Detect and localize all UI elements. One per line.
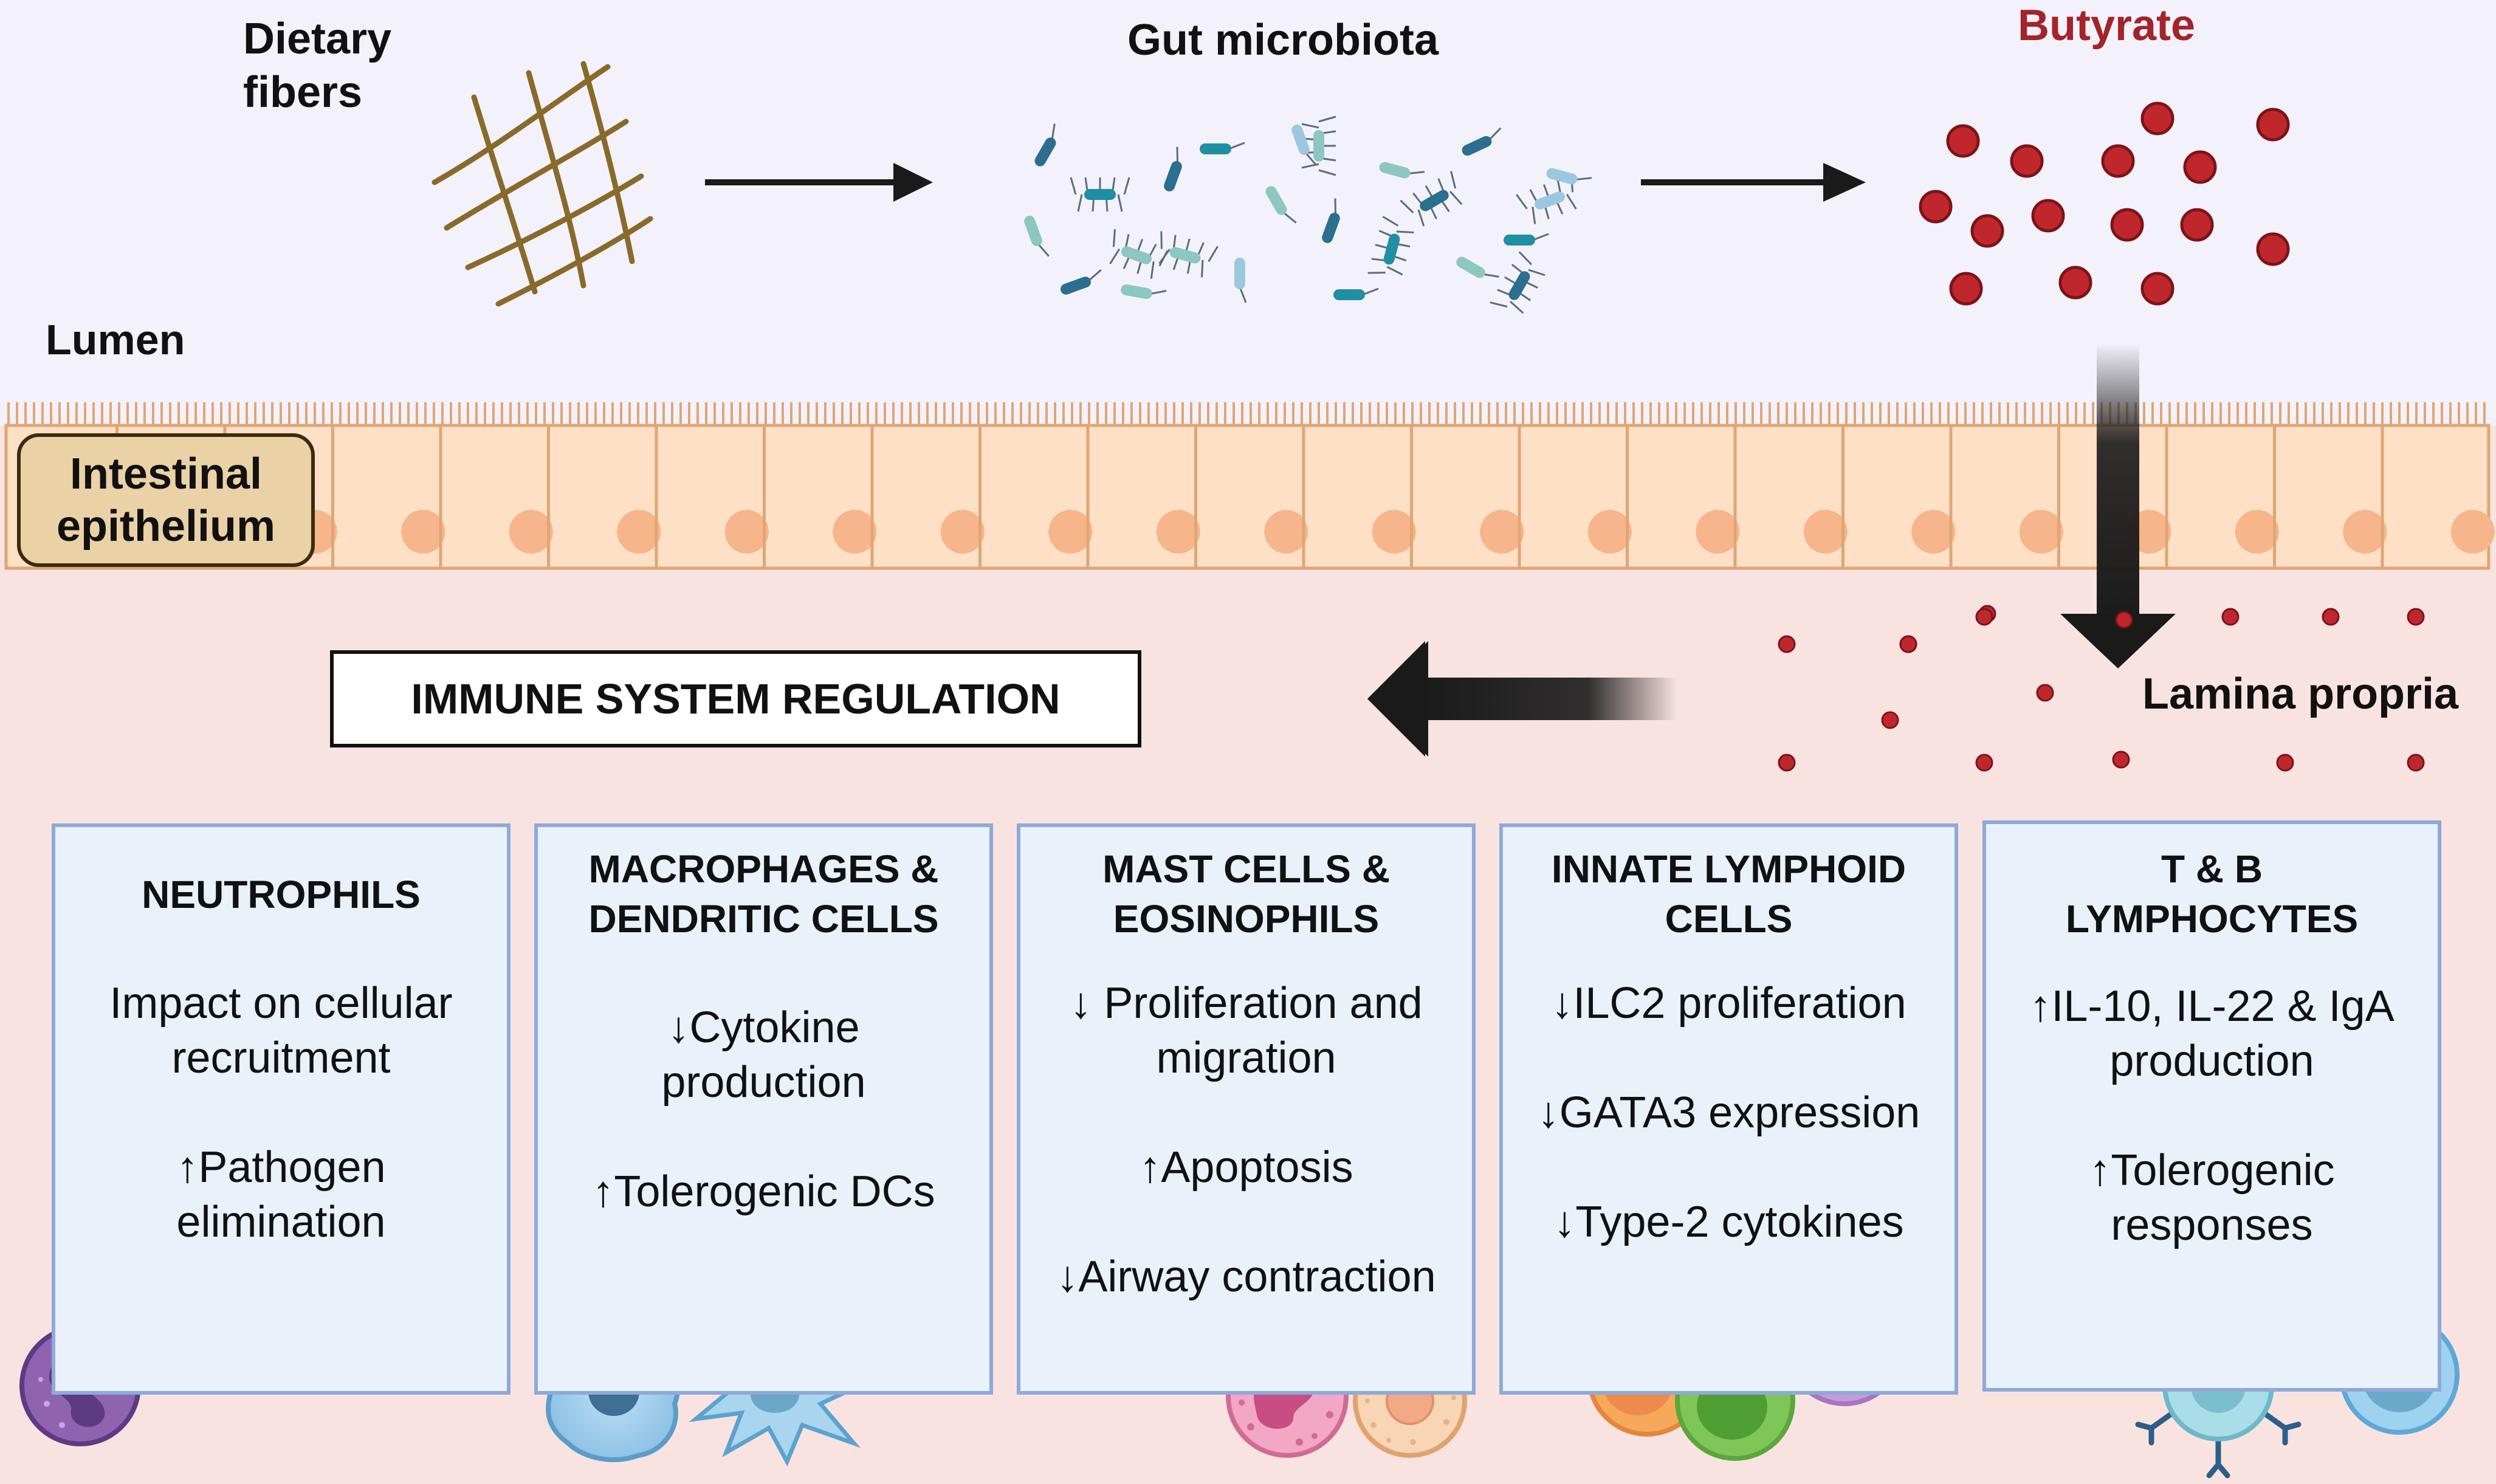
microvilli bbox=[7, 402, 2486, 425]
panel-t-b-lymphocytes: T & B LYMPHOCYTES ↑IL-10, IL-22 & IgA pr… bbox=[1982, 820, 2441, 1392]
epithelial-nucleus bbox=[724, 510, 769, 554]
panel-title-line: MACROPHAGES & bbox=[588, 847, 939, 891]
panel-title-line: LYMPHOCYTES bbox=[2065, 897, 2359, 941]
arrow-to-immune-regulation bbox=[1367, 641, 1677, 757]
panel-text-line: migration bbox=[1156, 1034, 1336, 1082]
butyrate-molecule-icon bbox=[1778, 605, 2425, 772]
panel-neutrophils: NEUTROPHILS Impact on cellular recruitme… bbox=[52, 823, 511, 1395]
epithelium-label-line2: epithelium bbox=[56, 502, 276, 551]
epithelial-nucleus bbox=[509, 510, 553, 554]
panel-text-line: recruitment bbox=[171, 1034, 391, 1082]
panel-text-line: responses bbox=[2111, 1201, 2313, 1249]
intestinal-epithelium bbox=[4, 402, 2495, 570]
panel-text-line: ↓GATA3 expression bbox=[1537, 1088, 1920, 1137]
panel-title-line: EOSINOPHILS bbox=[1113, 897, 1380, 941]
epithelial-nucleus bbox=[1156, 510, 1200, 554]
panel-text-line: Impact on cellular bbox=[109, 979, 453, 1028]
panel-text-line: ↓ Proliferation and bbox=[1070, 979, 1423, 1028]
panel-text-line: elimination bbox=[176, 1198, 386, 1246]
butyrate-molecule-icon bbox=[1919, 101, 2290, 306]
epithelial-nucleus bbox=[401, 510, 445, 554]
epithelial-nucleus bbox=[1264, 510, 1308, 554]
panel-text-line: ↓Cytokine bbox=[667, 1003, 860, 1052]
immune-system-regulation-label: IMMUNE SYSTEM REGULATION bbox=[411, 675, 1061, 723]
panel-macrophages-dendritic-cells: MACROPHAGES & DENDRITIC CELLS ↓Cytokine … bbox=[534, 823, 993, 1395]
epithelial-nucleus bbox=[1696, 510, 1740, 554]
panel-title-line: INNATE LYMPHOID bbox=[1551, 847, 1906, 891]
intestinal-epithelium-label: Intestinal epithelium bbox=[17, 433, 315, 567]
panel-text-line: ↑Apoptosis bbox=[1139, 1143, 1353, 1192]
panel-text-line: ↓Type-2 cytokines bbox=[1553, 1198, 1904, 1246]
panel-text-line: production bbox=[2109, 1037, 2314, 1085]
epithelial-nucleus bbox=[1372, 510, 1416, 554]
panel-innate-lymphoid-cells: INNATE LYMPHOID CELLS ↓ILC2 proliferatio… bbox=[1499, 823, 1958, 1395]
epithelial-nucleus bbox=[1803, 510, 1848, 554]
panel-title-line: CELLS bbox=[1665, 897, 1793, 941]
lamina-propria-label: Lamina propria bbox=[2142, 670, 2459, 718]
dietary-fiber-icon bbox=[431, 61, 653, 307]
panel-text-line: ↑Pathogen bbox=[176, 1143, 386, 1192]
immune-system-regulation-box: IMMUNE SYSTEM REGULATION bbox=[330, 650, 1141, 747]
panel-text-line: ↓ILC2 proliferation bbox=[1551, 979, 1906, 1028]
panel-title-line: NEUTROPHILS bbox=[142, 873, 421, 916]
dietary-fibers-line2: fibers bbox=[243, 68, 363, 117]
panel-title-line: T & B bbox=[2161, 847, 2263, 891]
panel-text-line: ↓Airway contraction bbox=[1056, 1252, 1436, 1301]
panel-text-line: ↑IL-10, IL-22 & IgA bbox=[2029, 982, 2395, 1031]
epithelial-nucleus bbox=[2450, 510, 2495, 554]
epithelial-nucleus bbox=[617, 510, 661, 554]
lumen-region bbox=[0, 0, 2496, 425]
panel-mast-cells-eosinophils: MAST CELLS & EOSINOPHILS ↓ Proliferation… bbox=[1017, 823, 1476, 1395]
epithelium-label-line1: Intestinal bbox=[69, 450, 263, 498]
epithelial-nucleus bbox=[1048, 510, 1093, 554]
panel-title-line: DENDRITIC CELLS bbox=[588, 897, 939, 941]
arrow-fibers-to-microbiota bbox=[705, 163, 933, 202]
dietary-fibers-line1: Dietary bbox=[243, 15, 392, 63]
epithelial-nucleus bbox=[1480, 510, 1524, 554]
epithelial-nucleus bbox=[1587, 510, 1632, 554]
butyrate-label: Butyrate bbox=[2018, 1, 2196, 50]
epithelial-nucleus bbox=[2019, 510, 2063, 554]
arrow-microbiota-to-butyrate bbox=[1641, 163, 1866, 202]
epithelial-nucleus bbox=[2343, 510, 2387, 554]
gut-microbiota-label: Gut microbiota bbox=[1127, 16, 1439, 64]
bacteria-icon bbox=[1024, 115, 1592, 314]
epithelial-nucleus bbox=[2235, 510, 2279, 554]
epithelial-nucleus bbox=[833, 510, 877, 554]
lumen-label: Lumen bbox=[46, 316, 185, 363]
epithelial-nucleus bbox=[1911, 510, 1956, 554]
panel-text-line: production bbox=[661, 1058, 866, 1107]
epithelial-nucleus bbox=[940, 510, 985, 554]
arrow-butyrate-absorption bbox=[2060, 343, 2176, 668]
panel-title-line: MAST CELLS & bbox=[1102, 847, 1390, 891]
panel-text-line: ↑Tolerogenic DCs bbox=[592, 1167, 935, 1216]
panel-text-line: ↑Tolerogenic bbox=[2089, 1146, 2335, 1195]
dietary-fibers-label: Dietary fibers bbox=[243, 12, 391, 119]
